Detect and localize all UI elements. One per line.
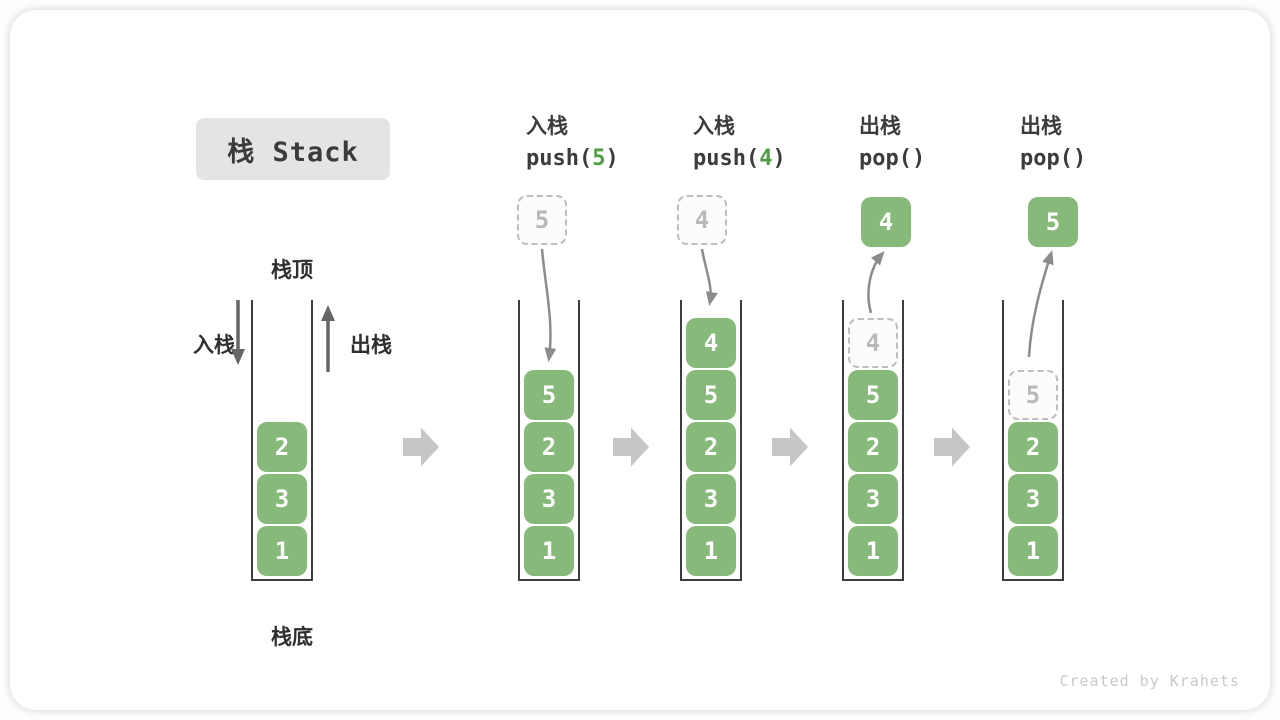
ghost-item-box: 4 bbox=[848, 318, 898, 368]
header-push-4-label: 入栈 bbox=[693, 115, 735, 138]
stack-item-box: 2 bbox=[257, 422, 307, 472]
stack-item-box: 4 bbox=[686, 318, 736, 368]
stack-item-box: 2 bbox=[686, 422, 736, 472]
header-push-4-code: push(4) bbox=[693, 146, 786, 171]
stack-item-box: 3 bbox=[848, 474, 898, 524]
popped-item-box: 4 bbox=[861, 197, 911, 247]
stack-item-box: 2 bbox=[524, 422, 574, 472]
stack-item-box: 1 bbox=[848, 526, 898, 576]
incoming-item-box: 4 bbox=[677, 195, 727, 245]
stack-item-box: 3 bbox=[257, 474, 307, 524]
popped-item-box: 5 bbox=[1028, 197, 1078, 247]
header-push-4: 入栈 push(4) bbox=[693, 113, 853, 177]
stack-container-5 bbox=[1002, 300, 1064, 581]
label-push-direction: 入栈 bbox=[193, 334, 235, 357]
header-push-5-label: 入栈 bbox=[526, 115, 568, 138]
label-stack-top: 栈顶 bbox=[271, 259, 313, 282]
stack-item-box: 1 bbox=[1008, 526, 1058, 576]
diagram-card: 栈 Stack 入栈 push(5) 入栈 push(4) 出栈 pop() 出… bbox=[10, 10, 1270, 710]
header-pop-2-label: 出栈 bbox=[1020, 115, 1062, 138]
stack-container-1 bbox=[251, 300, 313, 581]
stack-item-box: 2 bbox=[848, 422, 898, 472]
stack-item-box: 1 bbox=[257, 526, 307, 576]
title-badge: 栈 Stack bbox=[196, 118, 390, 180]
stack-item-box: 1 bbox=[686, 526, 736, 576]
header-pop-2: 出栈 pop() bbox=[1020, 113, 1180, 177]
label-stack-bottom: 栈底 bbox=[271, 626, 313, 649]
header-push-5-code: push(5) bbox=[526, 146, 619, 171]
header-pop-2-code: pop() bbox=[1020, 146, 1087, 171]
stack-container-3 bbox=[680, 300, 742, 581]
stack-item-box: 3 bbox=[686, 474, 736, 524]
ghost-item-box: 5 bbox=[1008, 370, 1058, 420]
stack-item-box: 3 bbox=[524, 474, 574, 524]
label-pop-direction: 出栈 bbox=[350, 334, 392, 357]
stack-item-box: 5 bbox=[524, 370, 574, 420]
stack-item-box: 1 bbox=[524, 526, 574, 576]
header-push-5: 入栈 push(5) bbox=[526, 113, 686, 177]
header-pop-1: 出栈 pop() bbox=[859, 113, 1019, 177]
stack-container-2 bbox=[518, 300, 580, 581]
header-pop-1-label: 出栈 bbox=[859, 115, 901, 138]
stack-container-4 bbox=[842, 300, 904, 581]
stack-item-box: 5 bbox=[848, 370, 898, 420]
watermark-credit: Created by Krahets bbox=[1059, 672, 1240, 690]
stack-item-box: 2 bbox=[1008, 422, 1058, 472]
stack-item-box: 5 bbox=[686, 370, 736, 420]
header-pop-1-code: pop() bbox=[859, 146, 926, 171]
stack-item-box: 3 bbox=[1008, 474, 1058, 524]
incoming-item-box: 5 bbox=[517, 195, 567, 245]
